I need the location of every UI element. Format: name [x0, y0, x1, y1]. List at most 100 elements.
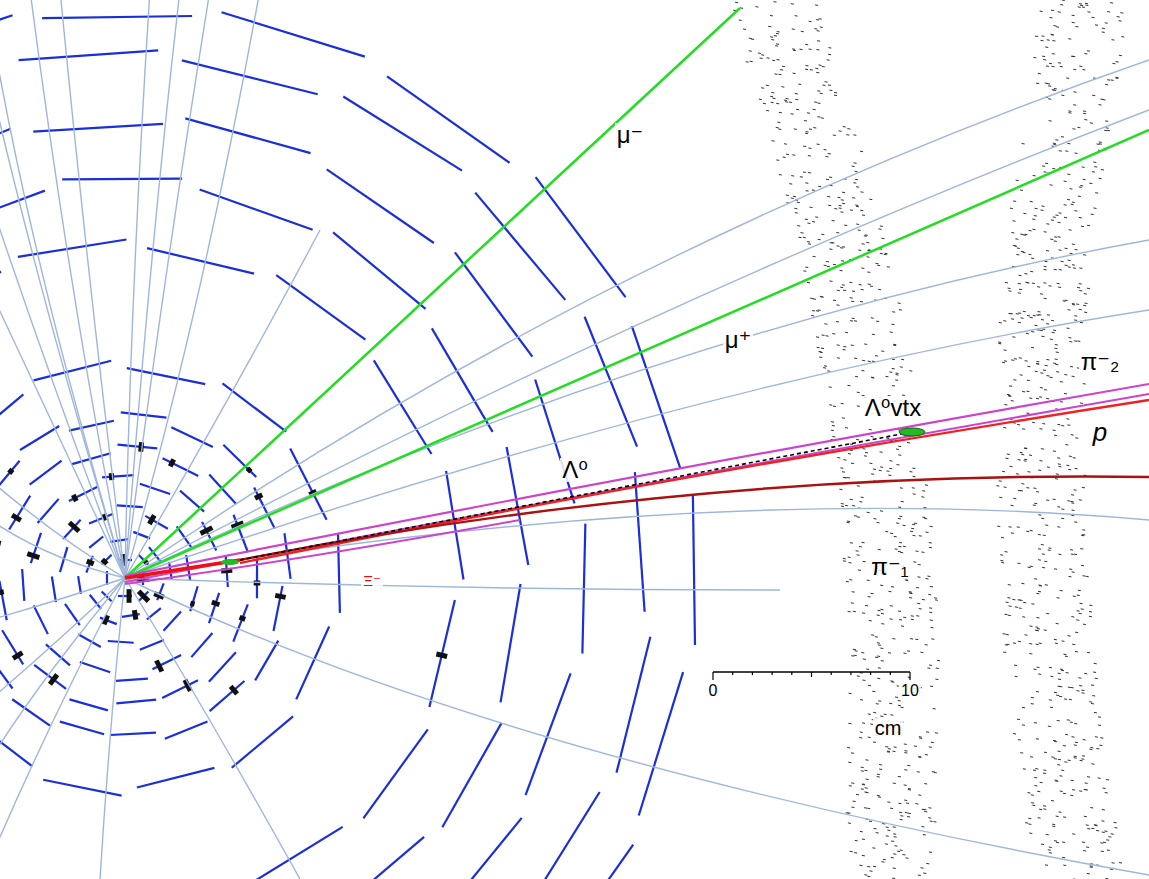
hit-mark — [1048, 549, 1051, 551]
hit-mark — [871, 377, 874, 379]
hit-mark — [834, 95, 837, 97]
hit-mark — [1054, 88, 1057, 90]
hit-mark — [919, 737, 922, 739]
detector-module — [117, 445, 157, 449]
hit-mark — [839, 205, 842, 207]
hit-mark — [916, 587, 919, 589]
track — [125, 578, 300, 879]
hit-mark — [1013, 498, 1016, 500]
hit-mark — [1053, 450, 1056, 452]
hit-mark — [1031, 258, 1034, 260]
detector-module — [632, 326, 680, 468]
hit-mark — [905, 857, 908, 859]
hit-mark — [888, 475, 891, 477]
hit-mark — [852, 290, 855, 292]
hit-mark — [1087, 776, 1090, 778]
hit-mark — [845, 505, 848, 507]
hit-mark — [1074, 319, 1077, 321]
hit-mark — [1031, 697, 1034, 699]
hit-mark — [1055, 139, 1058, 141]
hit-mark — [1082, 529, 1085, 531]
detector-module — [535, 379, 574, 503]
detector-module — [127, 368, 205, 384]
hit-mark — [1005, 282, 1008, 284]
hit-mark — [1038, 584, 1041, 586]
detector-module — [0, 191, 45, 233]
hit-mark — [1059, 811, 1062, 813]
hit-mark — [804, 120, 807, 122]
hit-mark — [922, 517, 925, 519]
hit-mark — [783, 157, 786, 159]
hit-mark — [1062, 841, 1065, 843]
hit-mark — [1040, 387, 1043, 389]
hit-mark — [1008, 395, 1011, 397]
hit-mark — [831, 242, 834, 244]
hit-mark — [1051, 320, 1054, 322]
hit-mark — [1064, 698, 1067, 700]
hit-mark — [1049, 63, 1052, 65]
hit-mark — [1021, 454, 1024, 456]
hit-mark — [1052, 66, 1055, 68]
hit-mark — [1090, 807, 1093, 809]
hit-mark — [927, 667, 930, 669]
hit-mark — [1098, 716, 1101, 718]
detector-module — [429, 600, 454, 707]
hit-mark — [844, 225, 847, 227]
hit-block — [50, 675, 57, 685]
hit-mark — [881, 861, 884, 863]
hit-mark — [1079, 267, 1082, 269]
hit-mark — [1018, 292, 1021, 294]
hit-mark — [1036, 691, 1039, 693]
hit-mark — [1072, 376, 1075, 378]
hit-mark — [869, 463, 872, 465]
hit-mark — [847, 747, 850, 749]
hit-mark — [1003, 427, 1006, 429]
hit-mark — [867, 512, 870, 514]
detector-module — [0, 394, 23, 445]
hit-mark — [862, 680, 865, 682]
hit-mark — [891, 324, 894, 326]
hit-mark — [1095, 678, 1098, 680]
hit-mark — [1029, 833, 1032, 835]
hit-mark — [824, 149, 827, 151]
hit-block — [436, 654, 447, 657]
hit-mark — [1013, 733, 1016, 735]
hit-mark — [1072, 789, 1075, 791]
scale-tick — [732, 672, 733, 675]
hit-mark — [793, 50, 796, 52]
hit-mark — [805, 267, 808, 269]
hit-mark — [1107, 130, 1110, 132]
hit-mark — [1050, 676, 1053, 678]
hit-mark — [1050, 377, 1053, 379]
hit-block — [87, 561, 94, 564]
hit-mark — [910, 593, 913, 595]
hit-mark — [905, 580, 908, 582]
hit-mark — [1012, 599, 1015, 601]
hit-mark — [909, 591, 912, 593]
hit-mark — [1020, 233, 1023, 235]
detector-module — [162, 680, 198, 698]
hit-mark — [855, 840, 858, 842]
hit-mark — [877, 642, 880, 644]
hit-mark — [1055, 643, 1058, 645]
hit-mark — [1096, 748, 1099, 750]
hit-mark — [1009, 526, 1012, 528]
hit-mark — [887, 830, 890, 832]
hit-mark — [909, 592, 912, 594]
hit-mark — [777, 31, 780, 33]
hit-mark — [1080, 322, 1083, 324]
hit-mark — [834, 208, 837, 210]
hit-mark — [766, 85, 769, 87]
hit-mark — [1069, 699, 1072, 701]
hit-mark — [1082, 69, 1085, 71]
hit-mark — [1076, 303, 1079, 305]
scale-tick — [890, 672, 891, 675]
hit-mark — [857, 554, 860, 556]
hit-mark — [1120, 12, 1123, 14]
hit-mark — [867, 580, 870, 582]
hit-mark — [837, 304, 840, 306]
detector-module — [9, 496, 30, 530]
hit-mark — [1057, 506, 1060, 508]
hit-mark — [1084, 816, 1087, 818]
hit-mark — [1027, 792, 1030, 794]
